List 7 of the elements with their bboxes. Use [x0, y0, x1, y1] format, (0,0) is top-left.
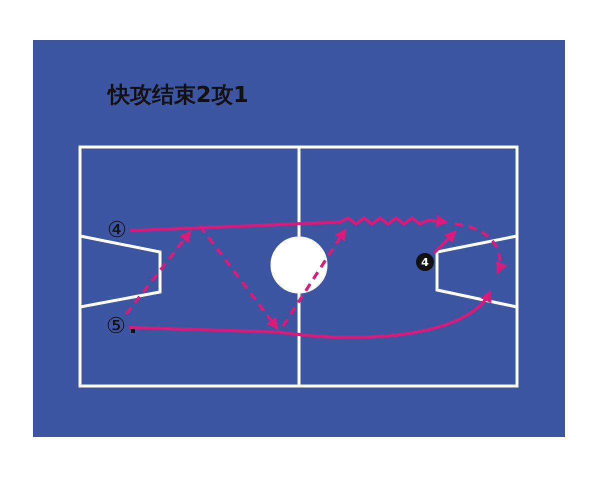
player-label: ④ [104, 218, 130, 244]
player-label: ⑤ [103, 314, 129, 340]
diagram-title: 快攻结束2攻1 [108, 82, 249, 110]
movement-arrow [432, 230, 457, 254]
movement-arrow [124, 230, 192, 315]
movement-arrow [130, 214, 448, 232]
movement-arrow [128, 290, 492, 339]
